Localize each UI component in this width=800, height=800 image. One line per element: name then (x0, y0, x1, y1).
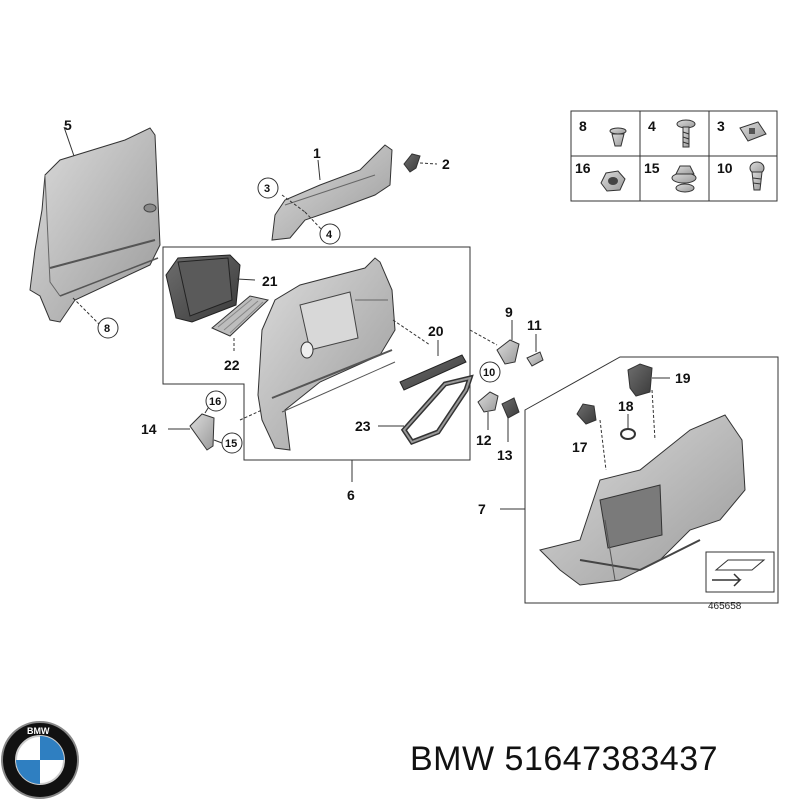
storage-bin-21 (165, 254, 256, 323)
table-cell-8: 8 (579, 118, 627, 147)
clip-detail (300, 341, 314, 359)
label-3: 3 (264, 183, 270, 195)
part-number-caption: BMW 51647383437 (410, 740, 719, 778)
seal-frame-23 (378, 374, 474, 446)
label-23: 23 (355, 418, 371, 434)
direction-arrow-icon (712, 559, 766, 587)
label-21: 21 (262, 273, 278, 289)
screw-icon (676, 119, 696, 148)
table-label-8: 8 (579, 118, 587, 134)
table-cell-3: 3 (717, 118, 767, 142)
assembly-outline-7 (500, 356, 779, 604)
label-4: 4 (326, 229, 333, 241)
label-1: 1 (313, 145, 321, 161)
label-16: 16 (209, 396, 221, 408)
square-nut-icon (739, 121, 767, 142)
label-15: 15 (225, 438, 237, 450)
bmw-logo: BMW (1, 721, 79, 799)
assembly-outline-6 (162, 246, 471, 482)
label-5: 5 (64, 117, 72, 133)
bolt-icon (749, 161, 765, 191)
label-11: 11 (527, 317, 542, 333)
label-6: 6 (347, 487, 355, 503)
flange-nut-icon (671, 165, 697, 193)
label-2: 2 (442, 156, 450, 172)
label-7: 7 (478, 501, 486, 517)
hex-nut-icon (600, 170, 626, 192)
table-label-16: 16 (575, 160, 591, 176)
upper-trim-1 (271, 144, 393, 241)
table-label-3: 3 (717, 118, 725, 134)
clip-part-12 (477, 391, 499, 430)
hook-part-2 (403, 153, 438, 173)
label-18: 18 (618, 398, 634, 414)
label-12: 12 (476, 432, 492, 448)
table-label-15: 15 (644, 160, 660, 176)
drawing-code-box: 465658 (705, 551, 775, 612)
table-cell-10: 10 (717, 160, 765, 191)
side-trim-panel-6 (239, 257, 431, 451)
clip-part-11 (526, 334, 544, 367)
table-label-4: 4 (648, 118, 656, 134)
label-14: 14 (141, 421, 157, 437)
label-19: 19 (675, 370, 691, 386)
label-22: 22 (224, 357, 240, 373)
table-cell-4: 4 (648, 118, 696, 148)
clip-fastener-icon (609, 127, 627, 147)
lower-trim-panel-7 (539, 414, 746, 586)
side-trim-panel-5 (29, 126, 161, 326)
label-10: 10 (483, 367, 495, 379)
drawing-code: 465658 (708, 601, 742, 612)
clip-part-18 (620, 414, 636, 440)
label-17: 17 (572, 439, 588, 455)
cover-part-19 (627, 363, 670, 441)
logo-text: BMW (27, 726, 50, 736)
label-9: 9 (505, 304, 513, 320)
clip-part-13 (501, 397, 520, 442)
label-13: 13 (497, 447, 513, 463)
table-cell-15: 15 (644, 160, 697, 193)
fastener-table: 8 4 3 16 (570, 110, 778, 202)
clip-part-9 (469, 320, 520, 365)
seal-strip-20 (399, 340, 467, 391)
table-cell-16: 16 (575, 160, 626, 192)
bracket-14 (168, 404, 223, 451)
label-20: 20 (428, 323, 444, 339)
grille-22 (211, 295, 270, 352)
table-label-10: 10 (717, 160, 733, 176)
label-8: 8 (104, 323, 110, 335)
clip-part-17 (576, 403, 607, 471)
